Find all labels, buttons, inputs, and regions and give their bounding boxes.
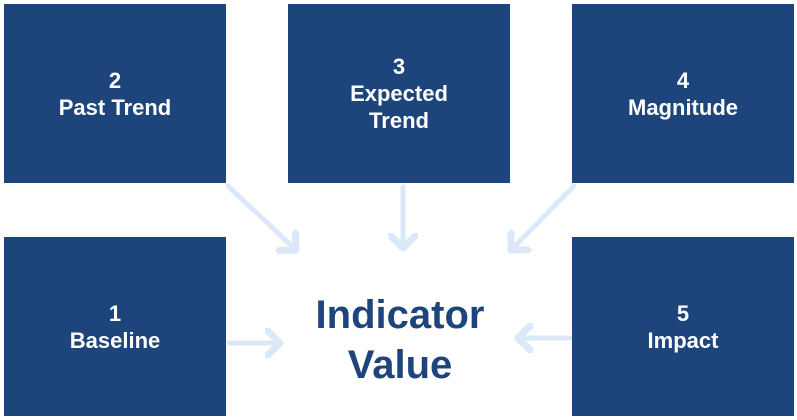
arrow-past-trend [225,183,296,250]
center-label-line2: Value [347,343,453,387]
box-number: 1 [108,300,122,326]
box-number: 4 [676,67,690,93]
center-label-line1: Indicator [315,293,485,337]
box-label: Impact [647,327,719,353]
box-baseline: 1 Baseline [4,237,226,416]
arrow-magnitude [511,183,577,250]
box-label-line2: Trend [369,108,429,133]
box-number: 5 [676,300,690,326]
box-label: Past Trend [58,94,172,120]
box-number: 3 [392,54,406,79]
box-past-trend: 2 Past Trend [4,4,226,183]
box-label-line1: Expected [350,81,448,106]
box-number: 2 [108,67,122,93]
box-expected-trend: 3 Expected Trend [288,4,510,183]
indicator-value-label: Indicator Value [290,290,510,390]
box-impact: 5 Impact [572,237,794,416]
box-label: Magnitude [628,94,738,120]
box-label: Baseline [69,327,161,353]
box-magnitude: 4 Magnitude [572,4,794,183]
